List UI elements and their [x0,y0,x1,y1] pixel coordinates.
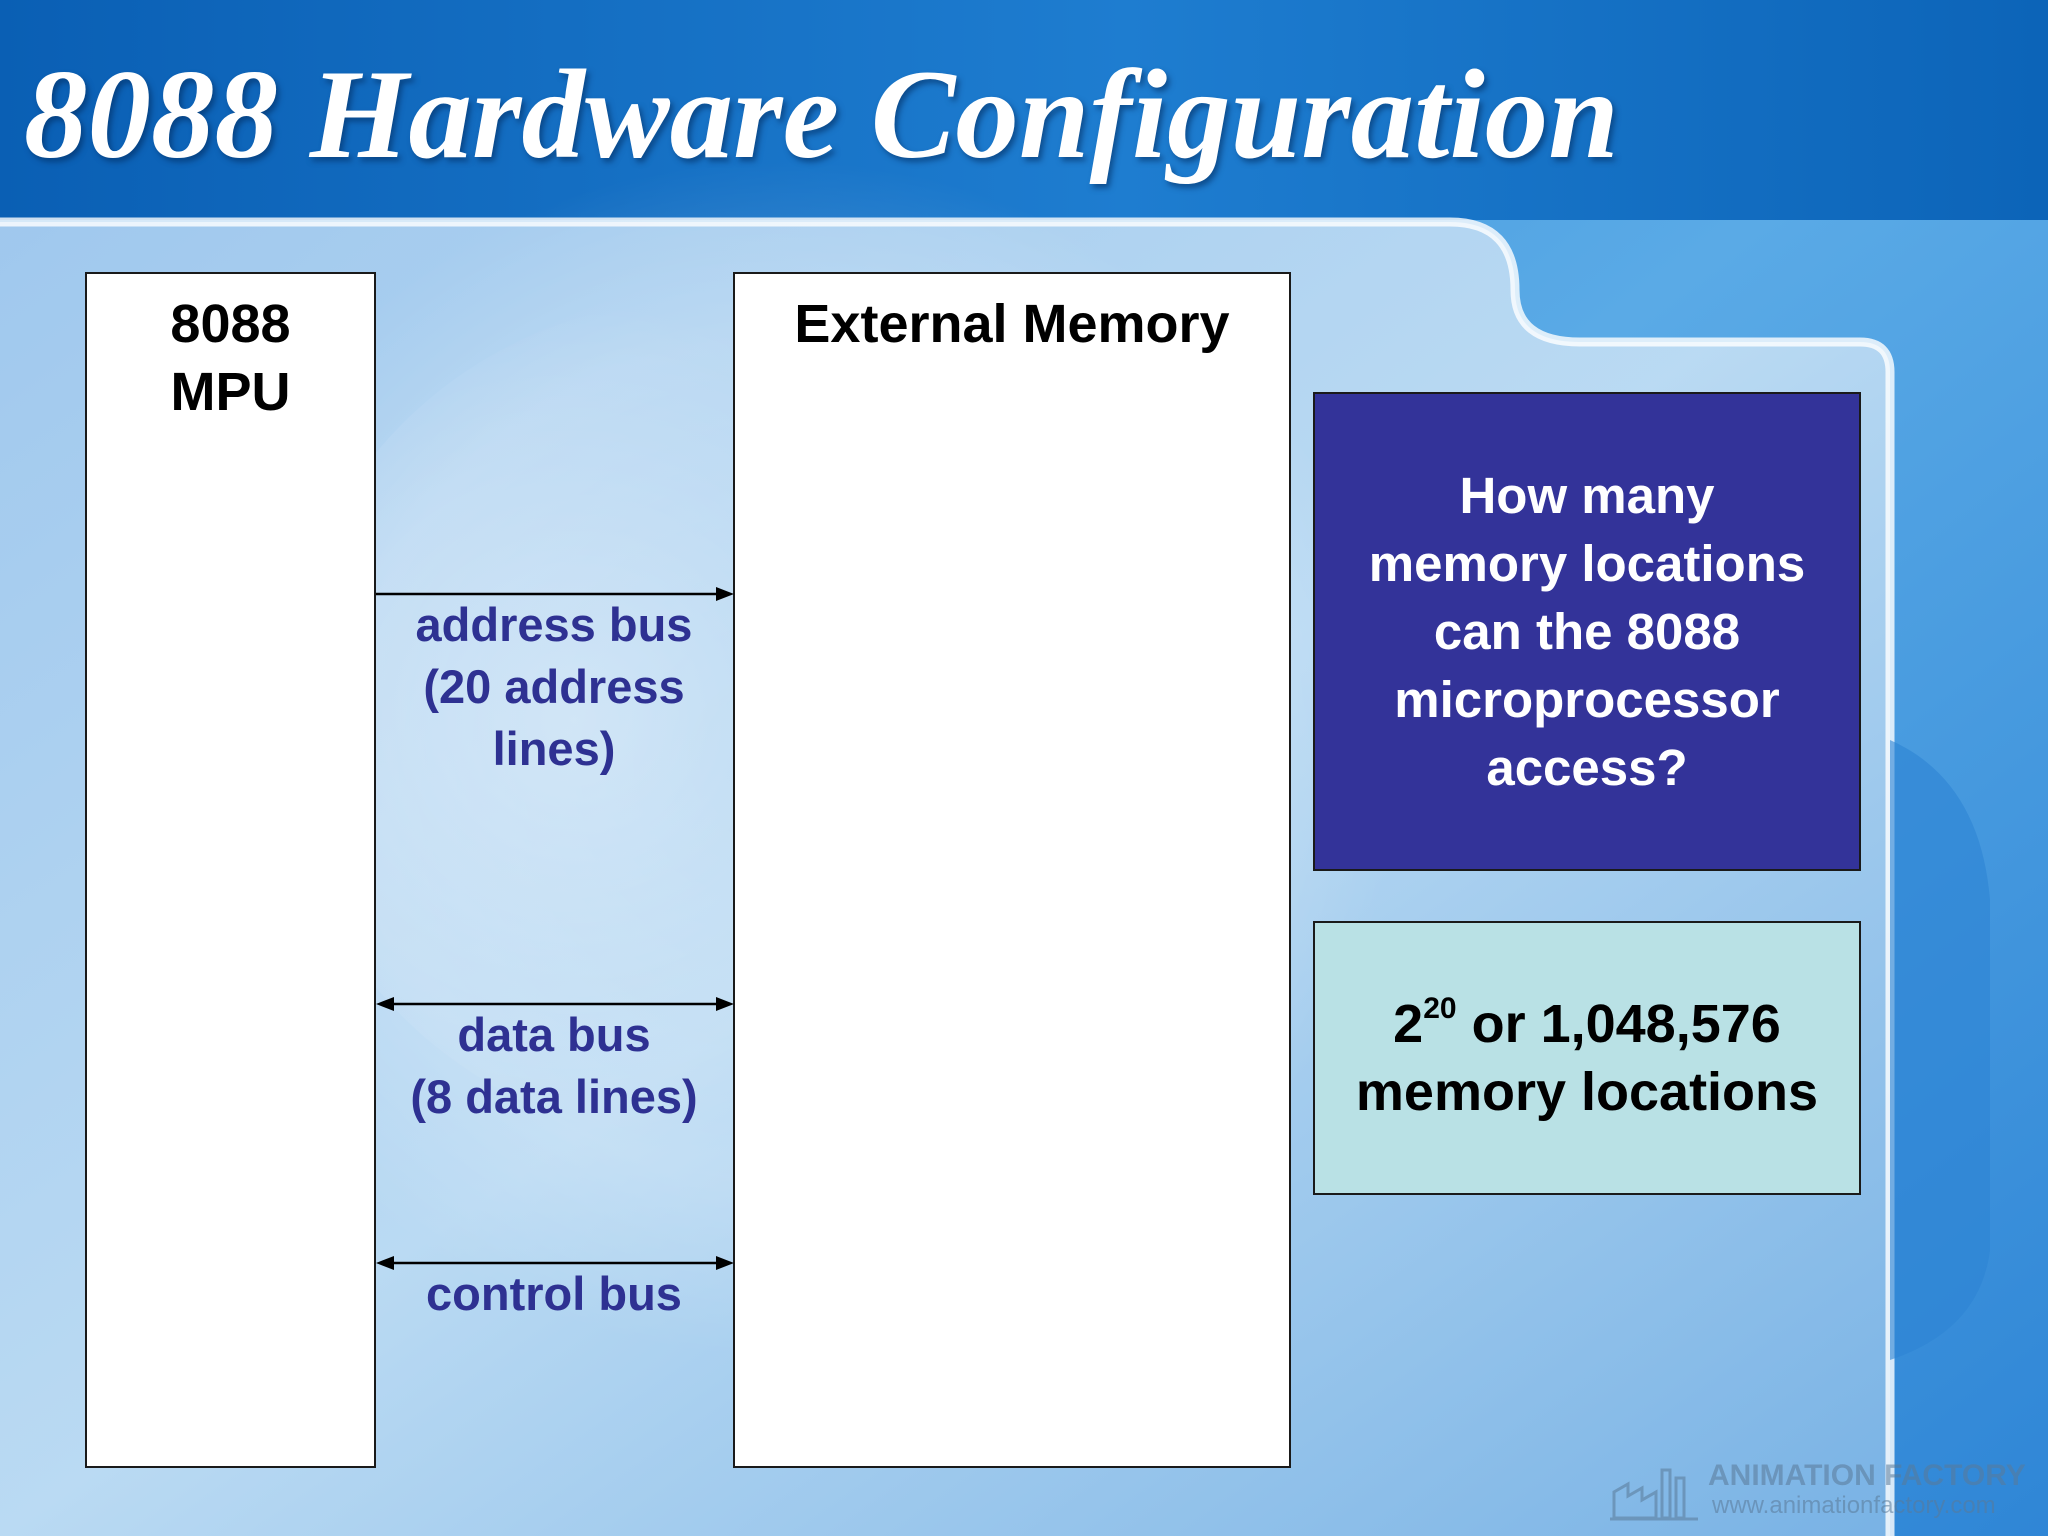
answer-text: 220 or 1,048,576 memory locations [1356,990,1818,1126]
answer-exponent: 20 [1423,992,1457,1025]
mpu-label-line1: 8088 [170,294,291,354]
external-memory-label: External Memory [794,294,1230,354]
control-bus-line1: control bus [426,1267,682,1320]
question-line1: How many [1459,466,1715,524]
address-bus-line1: address bus [415,598,693,651]
question-line5: access? [1486,738,1688,796]
question-line2: memory locations [1368,534,1806,592]
mpu-label: 8088 MPU [87,290,374,426]
answer-base: 2 [1393,994,1424,1054]
answer-line2: memory locations [1355,1062,1819,1122]
question-box: How many memory locations can the 8088 m… [1313,392,1861,871]
question-line4: microprocessor [1394,670,1780,728]
answer-box: 220 or 1,048,576 memory locations [1313,921,1861,1195]
data-bus-line1: data bus [457,1008,651,1061]
data-bus-line2: (8 data lines) [410,1070,698,1123]
control-bus-label: control bus [378,1263,730,1325]
address-bus-line3: lines) [492,722,616,775]
address-bus-label: address bus (20 address lines) [378,594,730,780]
question-line3: can the 8088 [1433,602,1741,660]
answer-rest: or 1,048,576 [1456,994,1781,1054]
slide-title: 8088 Hardware Configuration [24,45,1619,185]
external-memory-box: External Memory [733,272,1291,1468]
address-bus-line2: (20 address [423,660,685,713]
watermark-url: www.animationfactory.com [1712,1492,1996,1519]
animation-factory-logo: ANIMATION FACTORY www.animationfactory.c… [1608,1456,2028,1526]
question-text: How many memory locations can the 8088 m… [1345,462,1829,802]
factory-icon [1610,1468,1698,1521]
mpu-label-line2: MPU [170,362,291,422]
mpu-box: 8088 MPU [85,272,376,1468]
watermark-name: ANIMATION FACTORY [1708,1459,2026,1492]
data-bus-label: data bus (8 data lines) [378,1004,730,1128]
